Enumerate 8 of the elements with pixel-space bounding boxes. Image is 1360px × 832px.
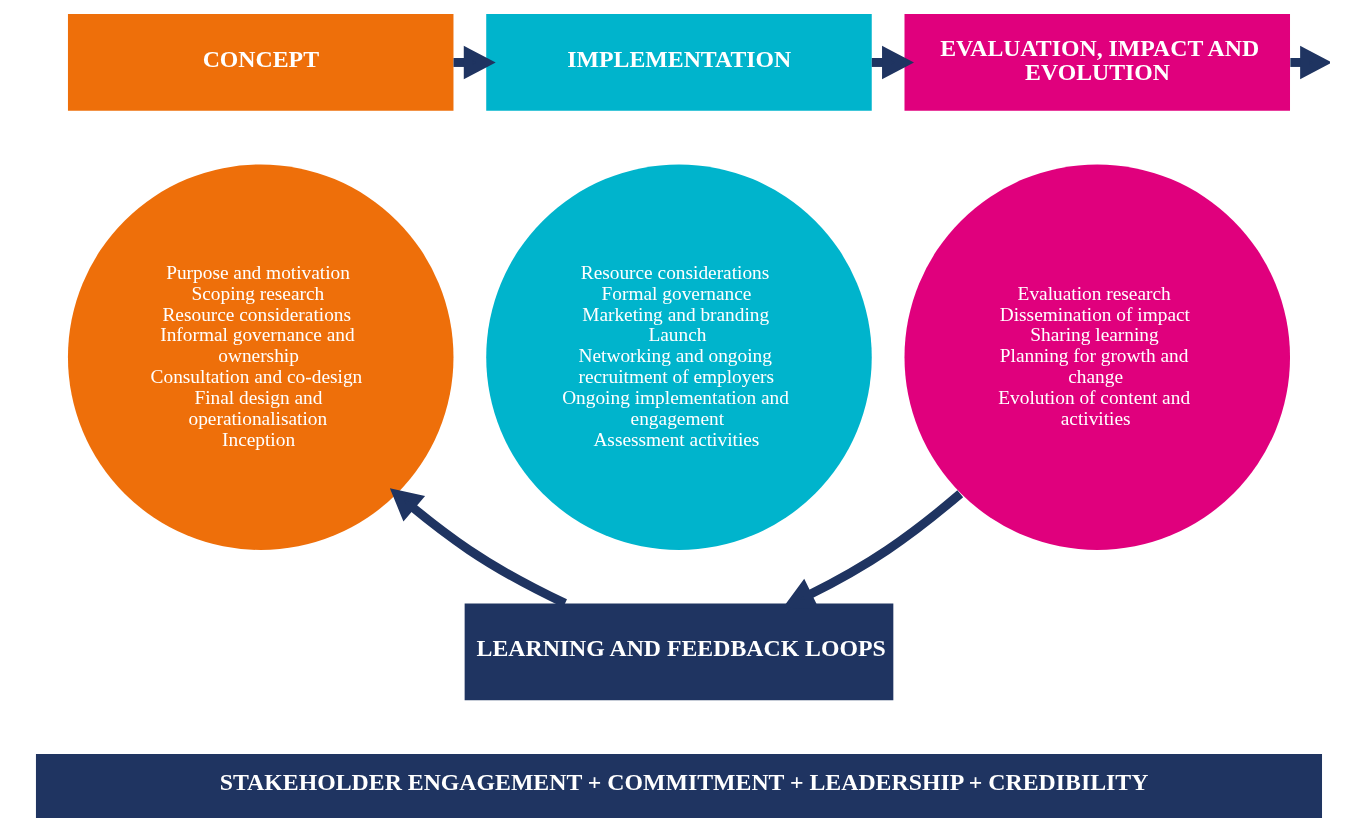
node-box: LEARNING AND FEEDBACK LOOPS [464,603,894,701]
node-circle: Evaluation research Dissemination of impact Sharing learning Planning for growth and change Evolution of content and activities [904,164,1290,550]
node-box: IMPLEMENTATION [486,14,872,111]
node-box: CONCEPT [67,14,454,111]
node-box: EVALUATION, IMPACT AND EVOLUTION [904,14,1290,111]
node-circle: Resource considerations Formal governance Marketing and branding Launch Networking and ongoing recruitment of employers Ongoing implementation and engagement Assessment activities [486,164,872,550]
node-box: STAKEHOLDER ENGAGEMENT + COMMITMENT + LEADERSHIP + CREDIBILITY [35,753,1322,818]
node-circle: Purpose and motivation Scoping research Resource considerations Informal governance and ownership Consultation and co-design Final design and operationalisation Inception [67,164,454,550]
